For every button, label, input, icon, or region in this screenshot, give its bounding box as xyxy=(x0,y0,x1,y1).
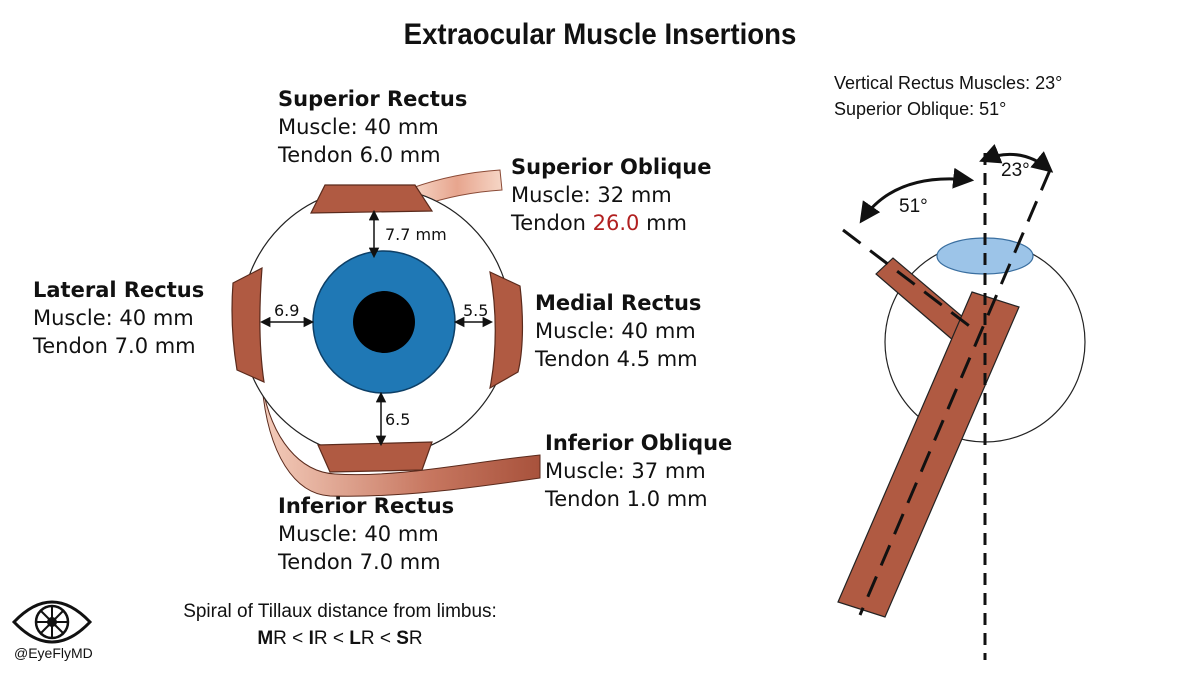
tillaux-sequence: MR < IR < LR < SR xyxy=(150,625,530,652)
tillaux-seq-1-rest: R xyxy=(273,628,287,649)
tillaux-title: Spiral of Tillaux distance from limbus: xyxy=(183,601,497,622)
medial-distance-label: 5.5 xyxy=(463,301,489,320)
tillaux-seq-4-rest: R xyxy=(408,628,423,649)
inferior-oblique-muscle: Muscle: 37 mm xyxy=(545,459,706,483)
superior-oblique-tendon-suffix: mm xyxy=(639,211,688,235)
inferior-oblique-label: Inferior Oblique Muscle: 37 mm Tendon 1.… xyxy=(545,429,732,513)
tillaux-seq-1-bold: M xyxy=(257,628,274,649)
lateral-rectus-name: Lateral Rectus xyxy=(33,278,205,302)
inferior-oblique-name: Inferior Oblique xyxy=(545,431,733,455)
author-handle: @EyeFlyMD xyxy=(14,645,93,661)
superior-rectus-tendon: Tendon 6.0 mm xyxy=(278,143,441,167)
lateral-distance-label: 6.9 xyxy=(274,301,300,320)
superior-oblique-tendon: Tendon 26.0 mm xyxy=(511,209,712,237)
angle-51-arc xyxy=(859,167,975,224)
medial-rectus-name: Medial Rectus xyxy=(535,291,702,315)
superior-distance-label: 7.7 mm xyxy=(385,225,447,244)
tillaux-sep: < xyxy=(327,628,350,649)
superior-rectus-muscle: Muscle: 40 mm xyxy=(278,115,439,139)
inferior-rectus-insertion xyxy=(317,441,433,473)
lateral-rectus-insertion xyxy=(231,266,265,383)
tillaux-seq-2-bold: I xyxy=(308,628,314,649)
superior-rectus-name: Superior Rectus xyxy=(278,87,468,111)
superior-oblique-tendon-value: 26.0 xyxy=(592,211,640,235)
superior-oblique-label: Superior Oblique Muscle: 32 mm Tendon 26… xyxy=(511,153,712,237)
inferior-rectus-label: Inferior Rectus Muscle: 40 mm Tendon 7.0… xyxy=(278,492,454,576)
page-title: Extraocular Muscle Insertions xyxy=(403,18,797,51)
frontal-eye-view xyxy=(231,169,541,497)
pupil xyxy=(353,291,415,353)
tillaux-note: Spiral of Tillaux distance from limbus: … xyxy=(150,598,530,652)
inferior-rectus-tendon: Tendon 7.0 mm xyxy=(278,550,441,574)
tillaux-sep: < xyxy=(286,628,309,649)
superior-oblique-angle-line: Superior Oblique: 51° xyxy=(834,99,1007,119)
tillaux-sep: < xyxy=(374,628,397,649)
inferior-rectus-muscle: Muscle: 40 mm xyxy=(278,522,439,546)
angle-view xyxy=(837,143,1086,660)
medial-rectus-insertion xyxy=(489,270,524,390)
superior-oblique-tendon xyxy=(411,169,503,207)
vertical-rectus-angle-line: Vertical Rectus Muscles: 23° xyxy=(834,73,1063,93)
inferior-distance-label: 6.5 xyxy=(385,410,411,429)
tillaux-seq-2-rest: R xyxy=(313,628,328,649)
lateral-rectus-tendon: Tendon 7.0 mm xyxy=(33,334,196,358)
inferior-oblique-tendon: Tendon 1.0 mm xyxy=(545,487,708,511)
tillaux-seq-3-rest: R xyxy=(360,628,375,649)
superior-rectus-label: Superior Rectus Muscle: 40 mm Tendon 6.0… xyxy=(278,85,467,169)
eye-logo-icon xyxy=(11,600,93,644)
lateral-rectus-label: Lateral Rectus Muscle: 40 mm Tendon 7.0 … xyxy=(33,276,204,360)
superior-oblique-name: Superior Oblique xyxy=(511,155,712,179)
angle-51-label: 51° xyxy=(899,196,928,217)
inferior-oblique-band xyxy=(261,384,541,497)
medial-rectus-label: Medial Rectus Muscle: 40 mm Tendon 4.5 m… xyxy=(535,289,701,373)
angle-23-arc xyxy=(979,143,1054,173)
superior-rectus-insertion xyxy=(310,184,434,214)
superior-oblique-muscle: Muscle: 32 mm xyxy=(511,183,672,207)
angle-23-label: 23° xyxy=(1001,160,1030,181)
tillaux-seq-3-bold: L xyxy=(349,628,361,649)
medial-rectus-tendon: Tendon 4.5 mm xyxy=(535,347,698,371)
tillaux-seq-4-bold: S xyxy=(396,628,409,649)
inferior-rectus-name: Inferior Rectus xyxy=(278,494,455,518)
superior-oblique-axis xyxy=(842,228,973,330)
medial-rectus-muscle: Muscle: 40 mm xyxy=(535,319,696,343)
lateral-rectus-muscle: Muscle: 40 mm xyxy=(33,306,194,330)
superior-rectus-axis xyxy=(858,169,1052,616)
superior-oblique-tendon-prefix: Tendon xyxy=(511,211,593,235)
angle-legend: Vertical Rectus Muscles: 23° Superior Ob… xyxy=(834,70,1062,122)
